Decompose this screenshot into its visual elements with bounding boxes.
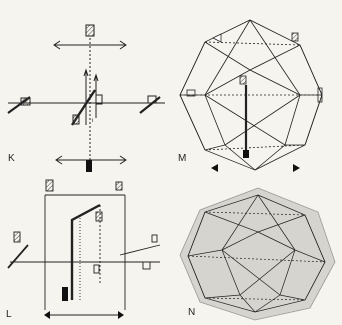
panel-m-diagram [180, 20, 322, 172]
svg-text:ι: ι [92, 118, 94, 124]
panel-n-label: N [188, 307, 196, 318]
panel-m-label: M [178, 153, 187, 164]
panel-l-label: L [6, 309, 12, 320]
panel-k-label: K [8, 153, 15, 164]
panel-n-diagram [180, 188, 335, 320]
panel-l-diagram [8, 179, 160, 319]
panel-k-diagram: ι [8, 24, 165, 172]
